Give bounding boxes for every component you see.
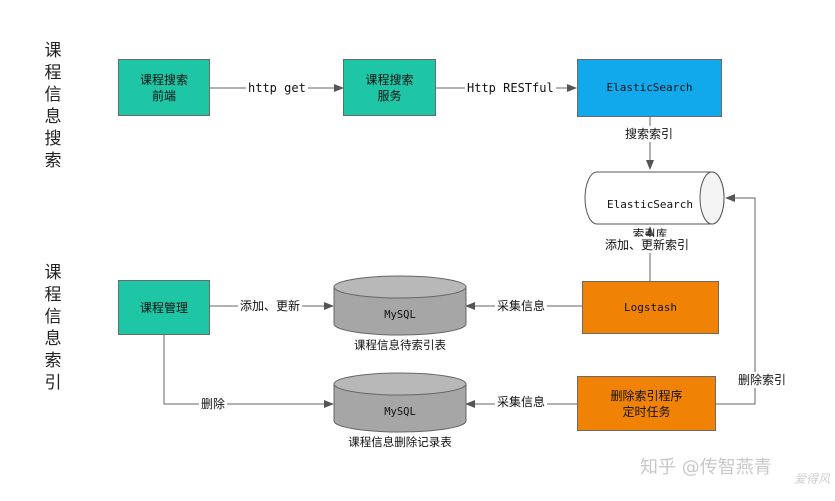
search-frontend-node: 课程搜索 前端	[118, 59, 210, 116]
delete-index-program-node: 删除索引程序 定时任务	[577, 376, 716, 431]
es-index-label-line1: ElasticSearch	[606, 198, 694, 211]
edge-label-collect-1: 采集信息	[495, 298, 548, 314]
edge-label-http-restful: Http RESTful	[465, 80, 556, 96]
elasticsearch-node: ElasticSearch	[577, 59, 722, 117]
es-index-label: ElasticSearch 索引库	[590, 182, 710, 242]
zhihu-watermark: 知乎 @传智燕青	[640, 457, 772, 478]
mysql-pending-label: MySQL 课程信息待索引表	[334, 292, 466, 353]
corner-watermark: 爱得风	[794, 472, 831, 486]
edge-delete-index	[716, 194, 756, 405]
edge-label-search-index: 搜索索引	[623, 126, 676, 142]
mysql-pending-cylinder	[333, 275, 467, 336]
index-section-title: 课程信息索引	[44, 263, 62, 393]
logstash-node: Logstash	[582, 281, 719, 334]
mysql-delete-label-line2: 课程信息删除记录表	[348, 435, 452, 449]
es-index-cylinder	[584, 171, 725, 225]
mysql-pending-label-line2: 课程信息待索引表	[354, 338, 446, 352]
edge-label-delete: 删除	[199, 396, 228, 412]
edge-label-add-update-index: 添加、更新索引	[603, 237, 692, 253]
edge-delete	[163, 335, 334, 408]
mysql-delete-cylinder	[333, 372, 467, 433]
course-management-node: 课程管理	[118, 280, 210, 335]
mysql-pending-label-line1: MySQL	[384, 309, 416, 321]
edge-label-add-update: 添加、更新	[238, 298, 303, 314]
mysql-delete-label-line1: MySQL	[384, 406, 416, 418]
edge-label-delete-index: 删除索引	[736, 372, 789, 388]
edge-label-collect-2: 采集信息	[495, 394, 548, 410]
search-section-title: 课程信息搜索	[44, 41, 62, 171]
edge-label-http-get: http get	[246, 80, 308, 96]
search-service-node: 课程搜索 服务	[343, 59, 436, 116]
mysql-delete-label: MySQL 课程信息删除记录表	[334, 389, 466, 450]
